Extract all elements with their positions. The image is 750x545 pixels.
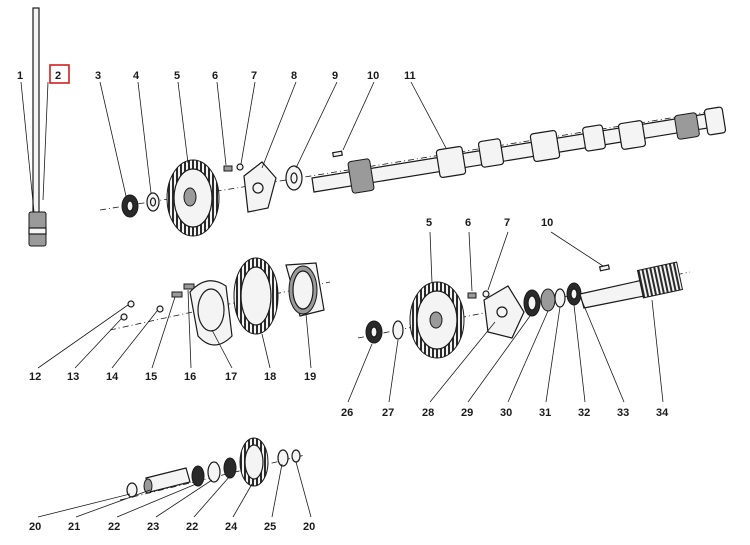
washer-part-25 [277,449,289,467]
callout-13: 13 [67,371,79,383]
callout-22a: 22 [108,521,120,533]
callout-10b: 10 [541,217,553,229]
callout-9: 9 [332,70,338,82]
bearing-part-22a [191,465,205,487]
camshaft-front-group [99,106,727,237]
callout-19: 19 [304,371,316,383]
leader-lines-group-d [37,461,312,518]
nut-part-7 [236,163,244,171]
callout-28: 28 [422,407,434,419]
callout-26: 26 [341,407,353,419]
callout-14: 14 [106,371,119,383]
pushrod-assembly [20,7,49,247]
callout-34: 34 [656,407,669,419]
callout-10: 10 [367,70,379,82]
bolt-part-6b [467,292,477,299]
callout-27: 27 [382,407,394,419]
snap-ring-part-20a [126,482,138,498]
callout-18: 18 [264,371,276,383]
callout-29: 29 [461,407,473,419]
callout-6b: 6 [465,217,471,229]
bearing-part-22b [223,457,237,479]
idler-gear-group [109,257,331,346]
idler-shaft-group [119,437,306,501]
callout-1: 1 [17,70,23,82]
nut-part-12 [127,300,135,308]
leader-lines-group-c [347,231,664,403]
pushrod-rod [32,7,40,219]
bolt-part-6 [223,165,233,172]
callout-30: 30 [500,407,512,419]
bolt-part-16 [183,283,195,290]
callout-24: 24 [225,521,238,533]
washer-part-27 [392,320,404,340]
callout-33: 33 [617,407,629,419]
crank-gear-group [357,261,691,359]
key-part-10 [332,150,343,158]
callout-2: 2 [55,70,61,82]
callout-17: 17 [225,371,237,383]
snap-ring-part-20b [291,449,301,463]
callout-3: 3 [95,70,101,82]
callout-16: 16 [184,371,196,383]
leader-lines-group-b [37,289,312,369]
callout-22b: 22 [186,521,198,533]
callout-31: 31 [539,407,551,419]
callout-7b: 7 [504,217,510,229]
callout-5b: 5 [426,217,432,229]
callout-20b: 20 [303,521,315,533]
callout-20a: 20 [29,521,41,533]
callout-5: 5 [174,70,180,82]
callout-8: 8 [291,70,297,82]
camshaft-part-11 [311,106,727,194]
callout-25: 25 [264,521,276,533]
nut-part-13 [120,313,128,321]
callout-21: 21 [68,521,80,533]
callout-32: 32 [578,407,590,419]
washer-part-14 [156,305,164,313]
callout-6: 6 [212,70,218,82]
callout-15: 15 [145,371,157,383]
shaft-part-21 [145,467,191,493]
callout-12: 12 [29,371,41,383]
callout-labels: 1 2 3 4 5 6 7 8 9 10 11 12 13 14 15 16 1… [17,70,669,533]
bearing-part-23 [207,461,221,483]
key-part-10b [598,264,611,272]
highlight-box [49,64,70,84]
bearing-part-30 [540,288,556,312]
leader-lines-group-a [99,81,447,197]
bearing-part-31 [554,288,566,308]
callout-11: 11 [404,70,416,82]
bolt-part-15 [171,291,183,298]
callout-7: 7 [251,70,257,82]
callout-23: 23 [147,521,159,533]
callout-4: 4 [133,70,140,82]
nut-part-7b [482,290,490,298]
